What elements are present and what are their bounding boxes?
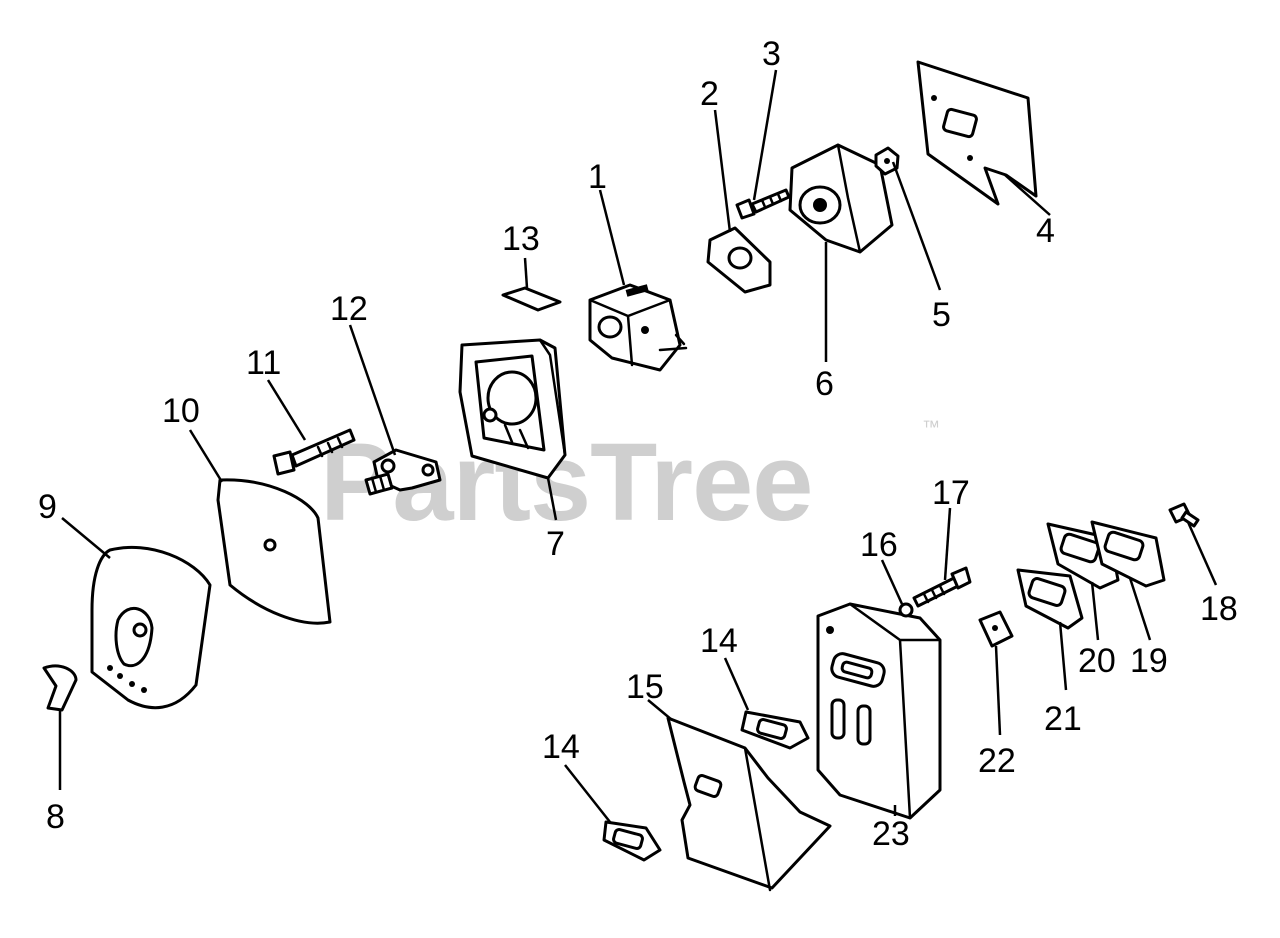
callout-7: 7: [546, 525, 565, 563]
part-13-gasket-strip[interactable]: [501, 286, 562, 312]
part-7-air-cleaner-base[interactable]: [458, 338, 567, 480]
part-16-washer[interactable]: [898, 602, 914, 618]
part-12-choke-lever[interactable]: [364, 448, 442, 496]
callout-23: 23: [872, 815, 910, 853]
part-1-carburetor[interactable]: [588, 283, 688, 372]
callout-labels: 1 2 3 4 5 6 7 8 9 10 11 12 13 14 14 15 1…: [38, 35, 1238, 853]
leader-lines: [58, 69, 1218, 823]
callout-14-upper: 14: [700, 622, 738, 660]
part-18-screw[interactable]: [1168, 502, 1200, 528]
watermark-trademark: ™: [922, 417, 940, 437]
callout-20: 20: [1078, 642, 1116, 680]
callout-21: 21: [1044, 700, 1082, 738]
part-22-plate[interactable]: [978, 610, 1014, 648]
part-8-knob[interactable]: [42, 664, 78, 712]
callout-4: 4: [1036, 212, 1055, 250]
part-4-heat-shield[interactable]: [916, 60, 1038, 206]
part-11-long-bolt[interactable]: [272, 428, 356, 476]
part-23-muffler[interactable]: [816, 602, 942, 820]
callout-2: 2: [700, 75, 719, 113]
callout-9: 9: [38, 488, 57, 526]
callout-3: 3: [762, 35, 781, 73]
part-14-gasket-lower[interactable]: [602, 820, 662, 862]
part-9-air-cleaner-cover[interactable]: [90, 545, 212, 710]
callout-18: 18: [1200, 590, 1238, 628]
part-2-gasket[interactable]: [706, 226, 772, 294]
part-17-muffler-bolt[interactable]: [912, 566, 972, 608]
callout-5: 5: [932, 296, 951, 334]
part-14-gasket-upper[interactable]: [740, 710, 810, 750]
part-19-gasket[interactable]: [1090, 520, 1166, 588]
part-5-nut[interactable]: [874, 146, 900, 176]
part-3-bolt[interactable]: [735, 188, 791, 220]
part-15-shield-bracket[interactable]: [666, 716, 832, 892]
callout-14-lower: 14: [542, 728, 580, 766]
callout-8: 8: [46, 798, 65, 836]
callout-12: 12: [330, 290, 368, 328]
callout-1: 1: [588, 158, 607, 196]
callout-19: 19: [1130, 642, 1168, 680]
callout-10: 10: [162, 392, 200, 430]
callout-15: 15: [626, 668, 664, 706]
callout-16: 16: [860, 526, 898, 564]
part-21-gasket[interactable]: [1016, 568, 1084, 630]
callout-6: 6: [815, 365, 834, 403]
callout-17: 17: [932, 474, 970, 512]
callout-11: 11: [246, 344, 281, 382]
callout-13: 13: [502, 220, 540, 258]
part-10-air-filter[interactable]: [216, 478, 332, 625]
callout-22: 22: [978, 742, 1016, 780]
part-6-insulator-block[interactable]: [788, 143, 894, 254]
